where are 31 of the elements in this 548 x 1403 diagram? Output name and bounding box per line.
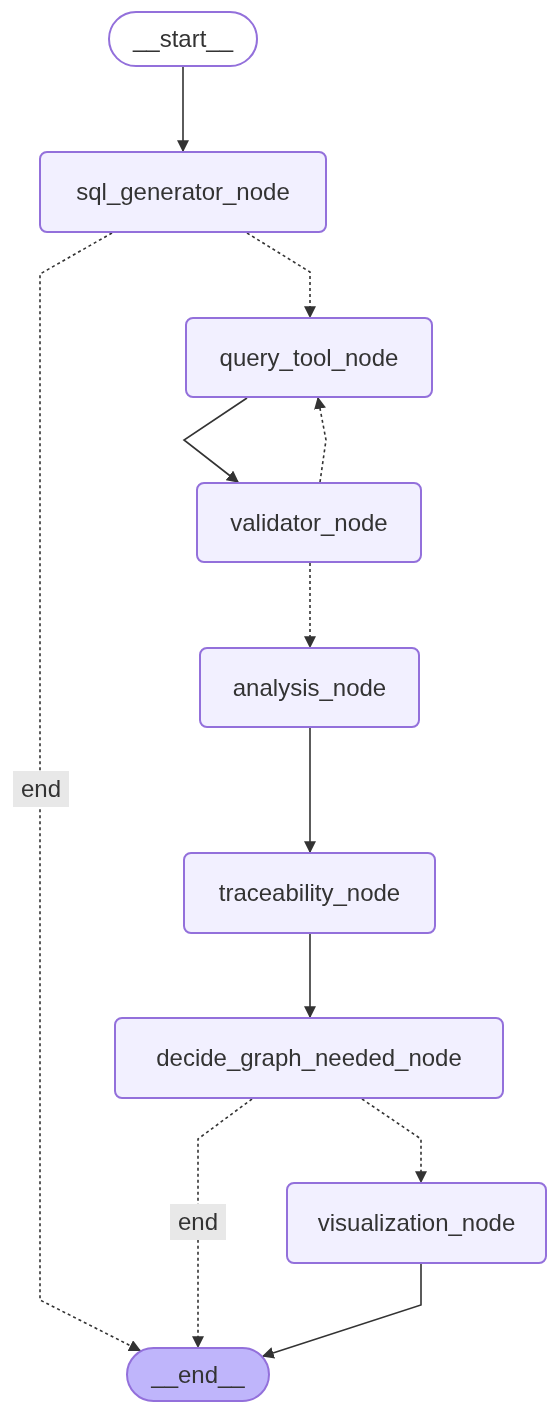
node-label: validator_node	[230, 508, 388, 537]
arrow	[261, 1263, 422, 1359]
node-label: decide_graph_needed_node	[156, 1044, 462, 1072]
dashed-arrow	[39, 232, 142, 1352]
node-label: __end__	[151, 1360, 245, 1389]
arrow	[177, 66, 189, 153]
node-label: query_tool_node	[219, 343, 399, 372]
arrow	[304, 933, 316, 1019]
edge-label: end	[170, 1204, 226, 1240]
dashed-arrow	[246, 232, 316, 319]
process-box	[286, 1182, 547, 1264]
process-box	[199, 647, 420, 728]
dashed-arrow	[304, 562, 316, 649]
process-box	[39, 151, 327, 233]
start-terminal	[108, 11, 258, 67]
dashed-arrow	[361, 1098, 427, 1184]
node-label: sql_generator_node	[76, 178, 290, 206]
edge-label: end	[13, 771, 69, 807]
arrow	[304, 727, 316, 854]
process-box	[196, 482, 422, 563]
dashed-arrow	[192, 1098, 253, 1349]
arrow	[182, 397, 248, 483]
node-label: visualization_node	[317, 1209, 516, 1237]
node-label: __start__	[132, 25, 234, 53]
process-box	[114, 1017, 504, 1099]
dashed-arrow	[314, 396, 327, 483]
end-terminal	[126, 1347, 270, 1402]
node-label: analysis_node	[232, 673, 387, 702]
node-label: traceability_node	[218, 879, 401, 907]
process-box	[185, 317, 433, 398]
process-box	[183, 852, 436, 934]
